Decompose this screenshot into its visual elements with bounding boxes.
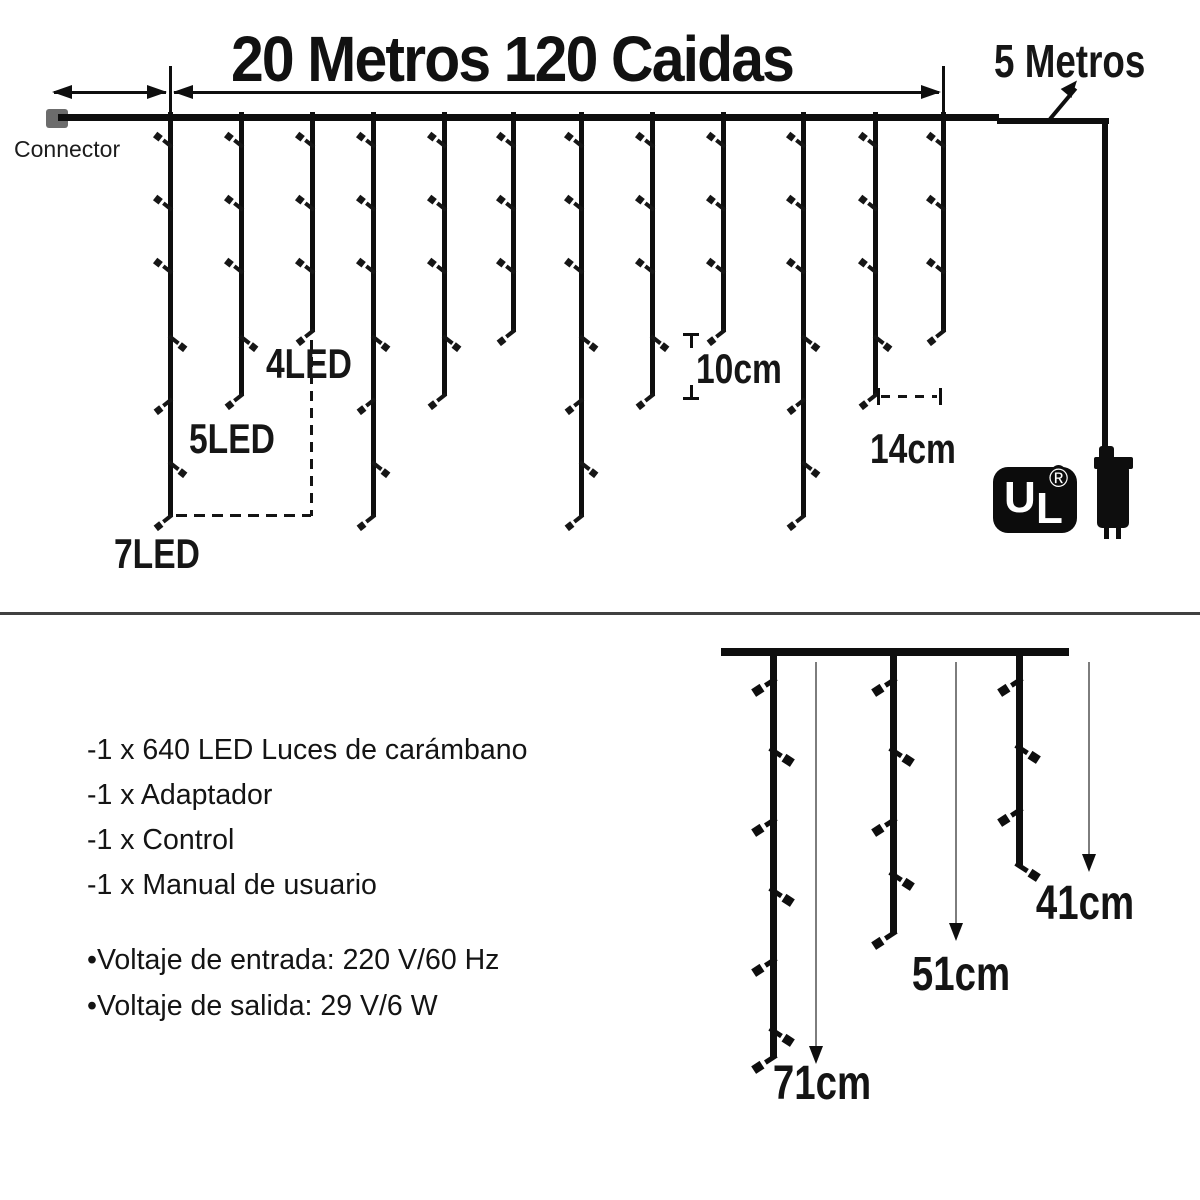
list-item: •Voltaje de entrada: 220 V/60 Hz [87,944,500,976]
icicle-drop [889,652,897,933]
measure-arrowhead-icon [1081,854,1096,872]
ul-badge-letter-u: U [1004,473,1036,522]
drop-7led-label: 7LED [114,530,200,577]
ul-certification-badge: U L ® [993,463,1077,533]
bracket-10cm-bottom-tick [683,397,699,400]
plug-prong [1116,528,1121,539]
measure-arrow-line [815,662,817,1046]
lead-cord [1102,118,1108,449]
registered-mark-icon: ® [1049,463,1069,493]
icicle-drop [441,112,447,396]
plug-body [1097,468,1129,528]
plug-prong [1104,528,1109,539]
drop-spacing-label: 14cm [870,425,956,472]
bracket-10cm-bottom-stem [689,385,693,397]
icicle-drop [309,112,315,332]
bracket-10cm-top-tick [683,333,699,336]
drop-length-71cm-label: 71cm [772,1057,872,1110]
bracket-14cm-left-tick [876,388,880,405]
dimension-tick [941,66,945,117]
dashed-guide-horizontal [176,514,311,517]
lead-wire [997,118,1109,124]
measure-arrowhead-icon [808,1046,823,1064]
icicle-drop [769,652,777,1057]
icicle-drop [238,112,244,396]
icicle-drop [720,112,726,332]
list-item: -1 x Control [87,824,235,856]
icicle-drop [940,112,946,332]
dimension-line-connector [54,90,166,94]
list-item: -1 x Adaptador [87,779,273,811]
icicle-drop [872,112,878,396]
icicle-drop [167,112,173,517]
plug-collar [1093,457,1133,469]
voltage-specs-list: •Voltaje de entrada: 220 V/60 Hz •Voltaj… [87,938,499,1029]
connector-plug [46,109,68,128]
arrowhead-left-icon [52,85,72,100]
page-title: 20 Metros 120 Caidas [230,23,795,95]
bracket-10cm-top-stem [689,336,693,348]
icicle-drop [578,112,584,517]
measure-arrowhead-icon [948,923,963,941]
bulb-spacing-label: 10cm [696,345,782,392]
drop-4led-label: 4LED [266,340,352,387]
measure-arrow-line [1088,662,1090,854]
drop-5led-label: 5LED [189,415,275,462]
icicle-drop [510,112,516,332]
dashed-guide-vertical [309,340,313,516]
arrowhead-left-icon [173,85,193,100]
dimension-line-20m [174,90,939,94]
section-divider [0,612,1200,615]
list-item: -1 x Manual de usuario [87,869,377,901]
bracket-14cm-right-tick [938,388,942,405]
list-item: -1 x 640 LED Luces de carámbano [87,734,528,766]
package-contents-list: -1 x 640 LED Luces de carámbano -1 x Ada… [87,728,527,908]
list-item: •Voltaje de salida: 29 V/6 W [87,989,438,1022]
dimension-tick [168,66,172,117]
drop-length-51cm-label: 51cm [911,948,1011,1001]
icicle-drop [800,112,806,517]
measure-arrow-line [955,662,957,923]
icicle-drop [370,112,376,517]
icicle-drop [649,112,655,396]
arrowhead-right-icon [147,85,167,100]
drop-length-41cm-label: 41cm [1035,877,1135,930]
lead-length-label: 5 Metros [994,35,1146,87]
icicle-drop [1015,652,1023,865]
arrowhead-right-icon [921,85,941,100]
connector-label: Connector [14,136,121,162]
plug-neck [1099,446,1114,458]
main-wire [58,114,999,121]
ul-badge-letter-l: L [1036,484,1063,533]
bracket-14cm-dashes [881,395,937,398]
